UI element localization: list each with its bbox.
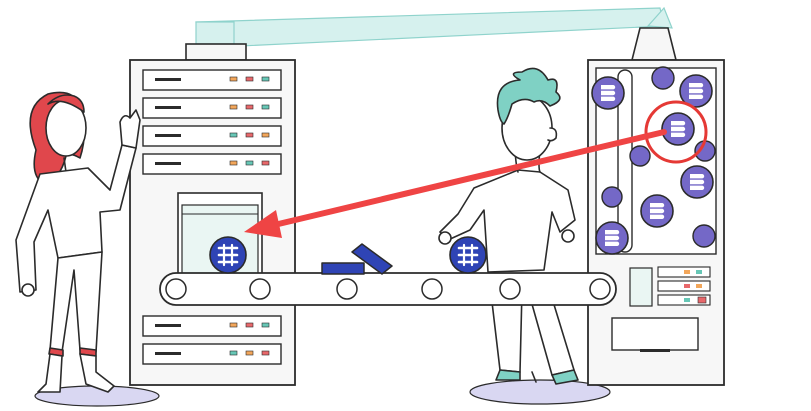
ethena-token-icon <box>449 236 487 274</box>
ethena-token-icon <box>209 236 247 274</box>
red-arrow-icon <box>244 129 667 238</box>
data-beam <box>195 6 673 49</box>
belt-roller <box>589 278 611 300</box>
intake-glass-box <box>177 192 263 282</box>
belt-roller <box>165 278 187 300</box>
box-icon <box>321 243 393 275</box>
person-left-icon <box>15 91 141 393</box>
belt-roller <box>249 278 271 300</box>
floor-shadow-right <box>469 379 611 405</box>
conveyor-belt-icon <box>159 272 617 306</box>
vending-machine-icon <box>587 27 725 386</box>
belt-roller <box>499 278 521 300</box>
person-right-icon <box>438 67 579 385</box>
rack-units-bottom <box>142 315 282 365</box>
rack-units-top <box>142 69 282 175</box>
belt-roller <box>421 278 443 300</box>
highlight-circle-icon <box>644 100 708 164</box>
token-stack <box>591 66 716 255</box>
belt-roller <box>336 278 358 300</box>
